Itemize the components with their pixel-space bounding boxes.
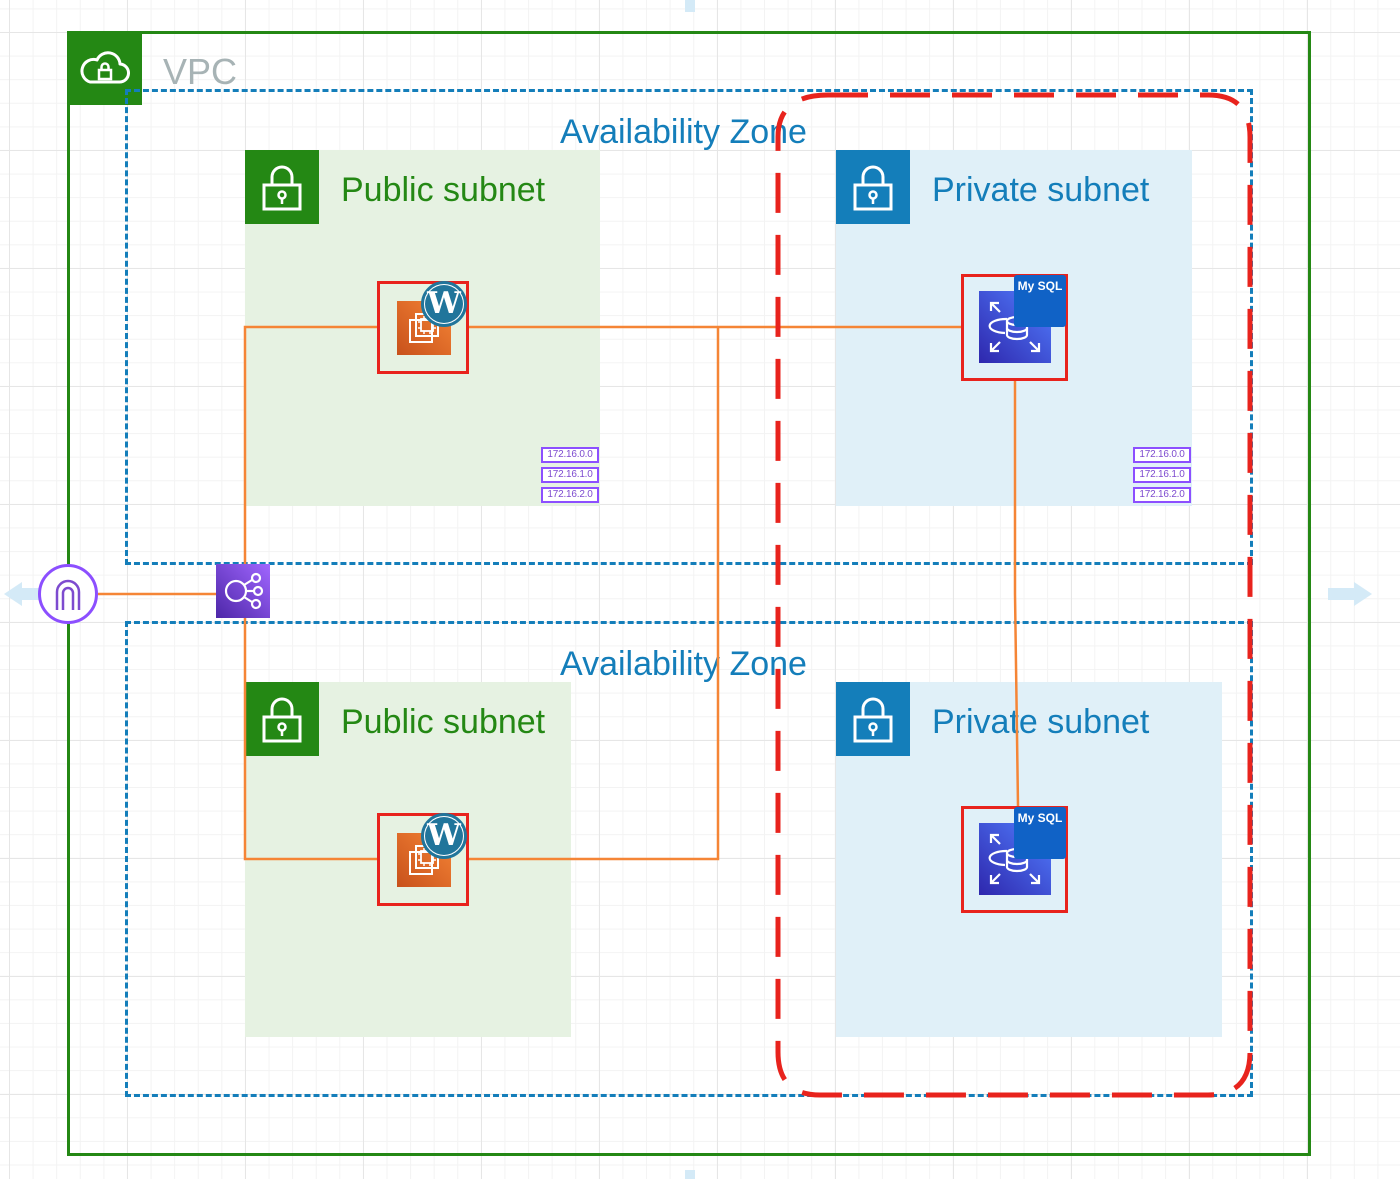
availability-zone-2-label: Availability Zone (560, 645, 807, 683)
route-table-entry: 172.16.1.0 (1133, 467, 1191, 483)
lock-icon (836, 682, 910, 756)
ec2-highlight-box[interactable] (377, 813, 469, 906)
wordpress-icon: W (421, 281, 467, 327)
lock-icon (245, 682, 319, 756)
mysql-badge: My SQL (1014, 275, 1066, 327)
lock-icon (836, 150, 910, 224)
mysql-badge: My SQL (1014, 807, 1066, 859)
arrow-right-icon (1328, 582, 1372, 606)
elastic-load-balancer-icon[interactable] (216, 564, 270, 618)
connector-rds-replication (1013, 381, 1020, 807)
vpc-label: VPC (163, 51, 238, 92)
public-subnet-1-label: Public subnet (341, 171, 546, 209)
internet-gateway-icon[interactable] (38, 564, 98, 624)
arrow-left-icon (4, 582, 40, 606)
route-table-entry: 172.16.2.0 (541, 487, 599, 503)
connection-point-top (685, 0, 695, 12)
vpc-cloud-lock-icon (67, 31, 142, 105)
connector-elb-ec2-1 (243, 325, 377, 564)
highlight-region (775, 92, 1253, 1098)
connector-elb-ec2-2 (243, 618, 377, 861)
private-subnet-1-label: Private subnet (932, 171, 1150, 209)
wordpress-icon: W (421, 813, 467, 859)
connection-point-bottom (685, 1170, 695, 1179)
ec2-highlight-box[interactable] (377, 281, 469, 374)
route-table-entry: 172.16.2.0 (1133, 487, 1191, 503)
private-subnet-2-label: Private subnet (932, 703, 1150, 741)
lock-icon (245, 150, 319, 224)
availability-zone-1-label: Availability Zone (560, 113, 807, 151)
availability-zone-2 (125, 621, 1253, 1097)
route-table-entry: 172.16.1.0 (541, 467, 599, 483)
public-subnet-2-label: Public subnet (341, 703, 546, 741)
route-table-entry: 172.16.0.0 (1133, 447, 1191, 463)
route-table-entry: 172.16.0.0 (541, 447, 599, 463)
connector-ec2-2-rds-1 (469, 327, 720, 861)
